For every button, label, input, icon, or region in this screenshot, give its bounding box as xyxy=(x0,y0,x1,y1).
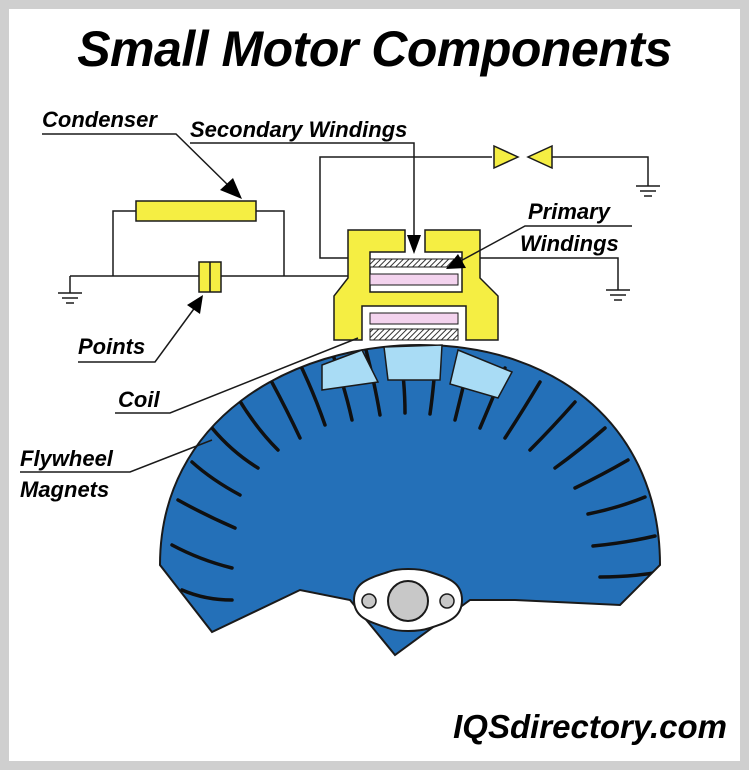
spark-gap-arrow-right xyxy=(493,144,520,170)
hub-center-hole xyxy=(387,580,429,622)
ground-symbol xyxy=(606,289,630,301)
secondary-winding-top xyxy=(369,258,459,268)
watermark-logo: IQSdirectory.com xyxy=(453,708,727,745)
hub-left-bolt xyxy=(361,593,377,609)
label-flywheel-magnets-line2: Magnets xyxy=(20,477,110,502)
ground-symbol xyxy=(636,185,660,197)
label-flywheel-magnets-line1: Flywheel xyxy=(20,446,113,471)
condenser xyxy=(135,200,257,222)
magnet-left xyxy=(321,349,380,391)
primary-winding-bottom xyxy=(369,312,459,325)
points xyxy=(198,261,222,293)
label-secondary-windings: Secondary Windings xyxy=(190,117,408,142)
secondary-winding-bottom xyxy=(369,328,459,341)
leader-lines xyxy=(20,133,632,473)
leader-arrow xyxy=(187,178,466,314)
primary-winding-top xyxy=(369,273,459,286)
coil-core xyxy=(333,229,499,341)
magnet-center xyxy=(383,344,443,381)
hub-right-bolt xyxy=(439,593,455,609)
flywheel xyxy=(158,343,662,657)
spark-gap-arrow-left xyxy=(526,144,553,170)
magnet-right xyxy=(449,348,514,399)
label-primary-windings-line1: Primary xyxy=(528,199,610,224)
page-title: Small Motor Components xyxy=(77,21,672,77)
circuit-wiring xyxy=(69,156,649,293)
label-primary-windings-line2: Windings xyxy=(520,231,619,256)
label-condenser: Condenser xyxy=(42,107,157,132)
spark-gap-arrows xyxy=(493,144,553,170)
flywheel-fins xyxy=(170,348,660,602)
label-points: Points xyxy=(78,334,146,359)
ground-symbol xyxy=(58,292,82,304)
flywheel-body xyxy=(158,343,662,657)
flywheel-hub xyxy=(352,568,464,632)
flywheel-magnets xyxy=(321,344,514,399)
label-coil: Coil xyxy=(118,387,160,412)
